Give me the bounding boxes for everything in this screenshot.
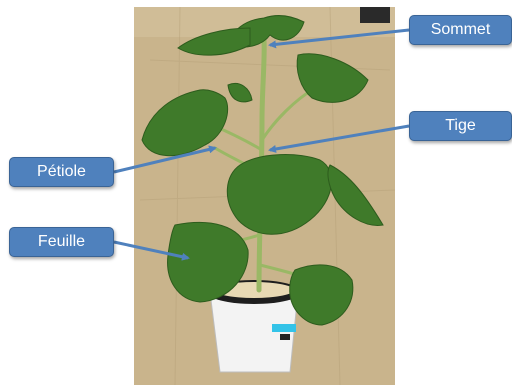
label-petiole: Pétiole <box>9 157 114 187</box>
label-sommet: Sommet <box>409 15 512 45</box>
label-tige: Tige <box>409 111 512 141</box>
label-feuille: Feuille <box>9 227 114 257</box>
